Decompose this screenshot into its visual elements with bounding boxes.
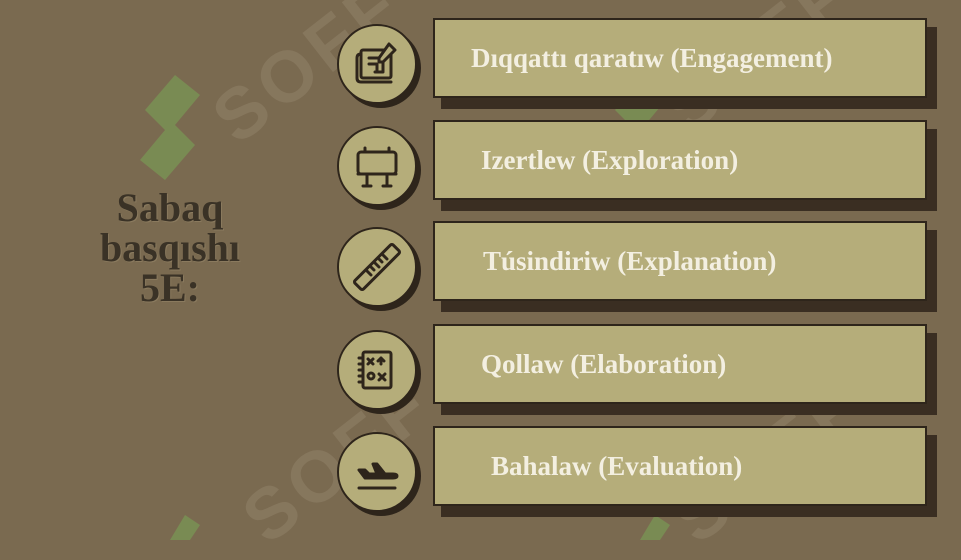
step-icon-circle (337, 24, 417, 104)
step-exploration: Izertlew (Exploration) (333, 120, 938, 212)
blueprint-icon (355, 42, 397, 84)
step-engagement: Dıqqattı qaratıw (Engagement) (333, 18, 938, 110)
title-line: Sabaq (116, 185, 224, 230)
step-card: Qollaw (Elaboration) (433, 324, 927, 404)
step-card: Izertlew (Exploration) (433, 120, 927, 200)
step-evaluation: Bahalaw (Evaluation) (333, 426, 938, 518)
step-card: Túsindiriw (Explanation) (433, 221, 927, 301)
step-icon-circle (337, 126, 417, 206)
step-icon-circle (337, 432, 417, 512)
ruler-icon (353, 243, 401, 291)
step-label: Túsindiriw (Explanation) (483, 245, 777, 276)
step-explanation: Túsindiriw (Explanation) (333, 221, 938, 313)
step-card: Dıqqattı qaratıw (Engagement) (433, 18, 927, 98)
watermark-logo (170, 515, 200, 540)
airplane-landing-icon (357, 462, 399, 490)
slide-title: Sabaq basqıshı 5E: (70, 188, 270, 308)
title-line: 5E: (140, 265, 200, 310)
step-label: Dıqqattı qaratıw (Engagement) (471, 42, 833, 73)
step-icon-circle (337, 227, 417, 307)
title-line: basqıshı (99, 225, 241, 270)
billboard-icon (356, 146, 398, 188)
step-card: Bahalaw (Evaluation) (433, 426, 927, 506)
step-label: Izertlew (Exploration) (481, 144, 739, 175)
step-label: Bahalaw (Evaluation) (491, 450, 743, 481)
step-label: Qollaw (Elaboration) (481, 348, 727, 379)
step-elaboration: Qollaw (Elaboration) (333, 324, 938, 416)
step-icon-circle (337, 330, 417, 410)
tactics-board-icon (357, 350, 393, 390)
